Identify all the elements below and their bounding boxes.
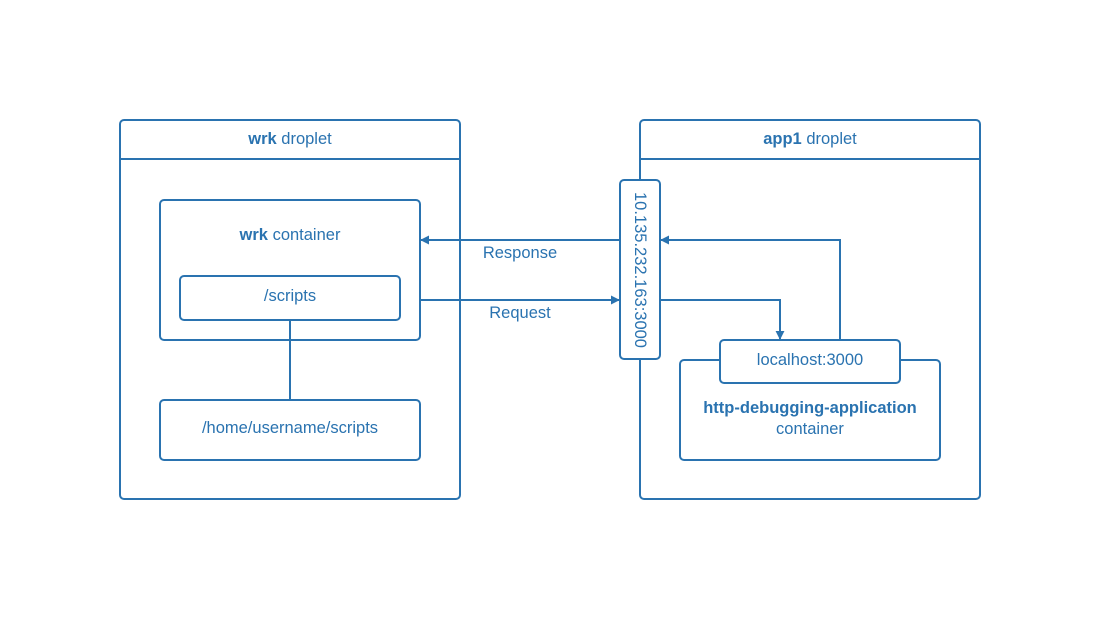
scripts-mount-label: /scripts [264,287,316,305]
host-scripts-label: /home/username/scripts [202,419,378,437]
endpoint-label: 10.135.232.163:3000 [631,192,649,348]
scripts-mount-box: /scripts [179,275,401,321]
app-container-title: http-debugging-application [703,399,917,417]
forward-arrow [660,299,785,340]
localhost-port-box: localhost:3000 [719,339,901,384]
wrk-container-title: wrk container [239,226,341,244]
host-scripts-box: /home/username/scripts [159,399,421,461]
request-label: Request [489,304,551,322]
return-arrow [660,235,841,340]
app-container-subtitle: container [776,420,844,438]
wrk-droplet-title: wrk droplet [247,130,332,148]
localhost-port-label: localhost:3000 [757,351,863,369]
endpoint-box: 10.135.232.163:3000 [619,179,661,360]
response-label: Response [483,244,557,262]
app1-droplet-title: app1 droplet [763,130,857,148]
